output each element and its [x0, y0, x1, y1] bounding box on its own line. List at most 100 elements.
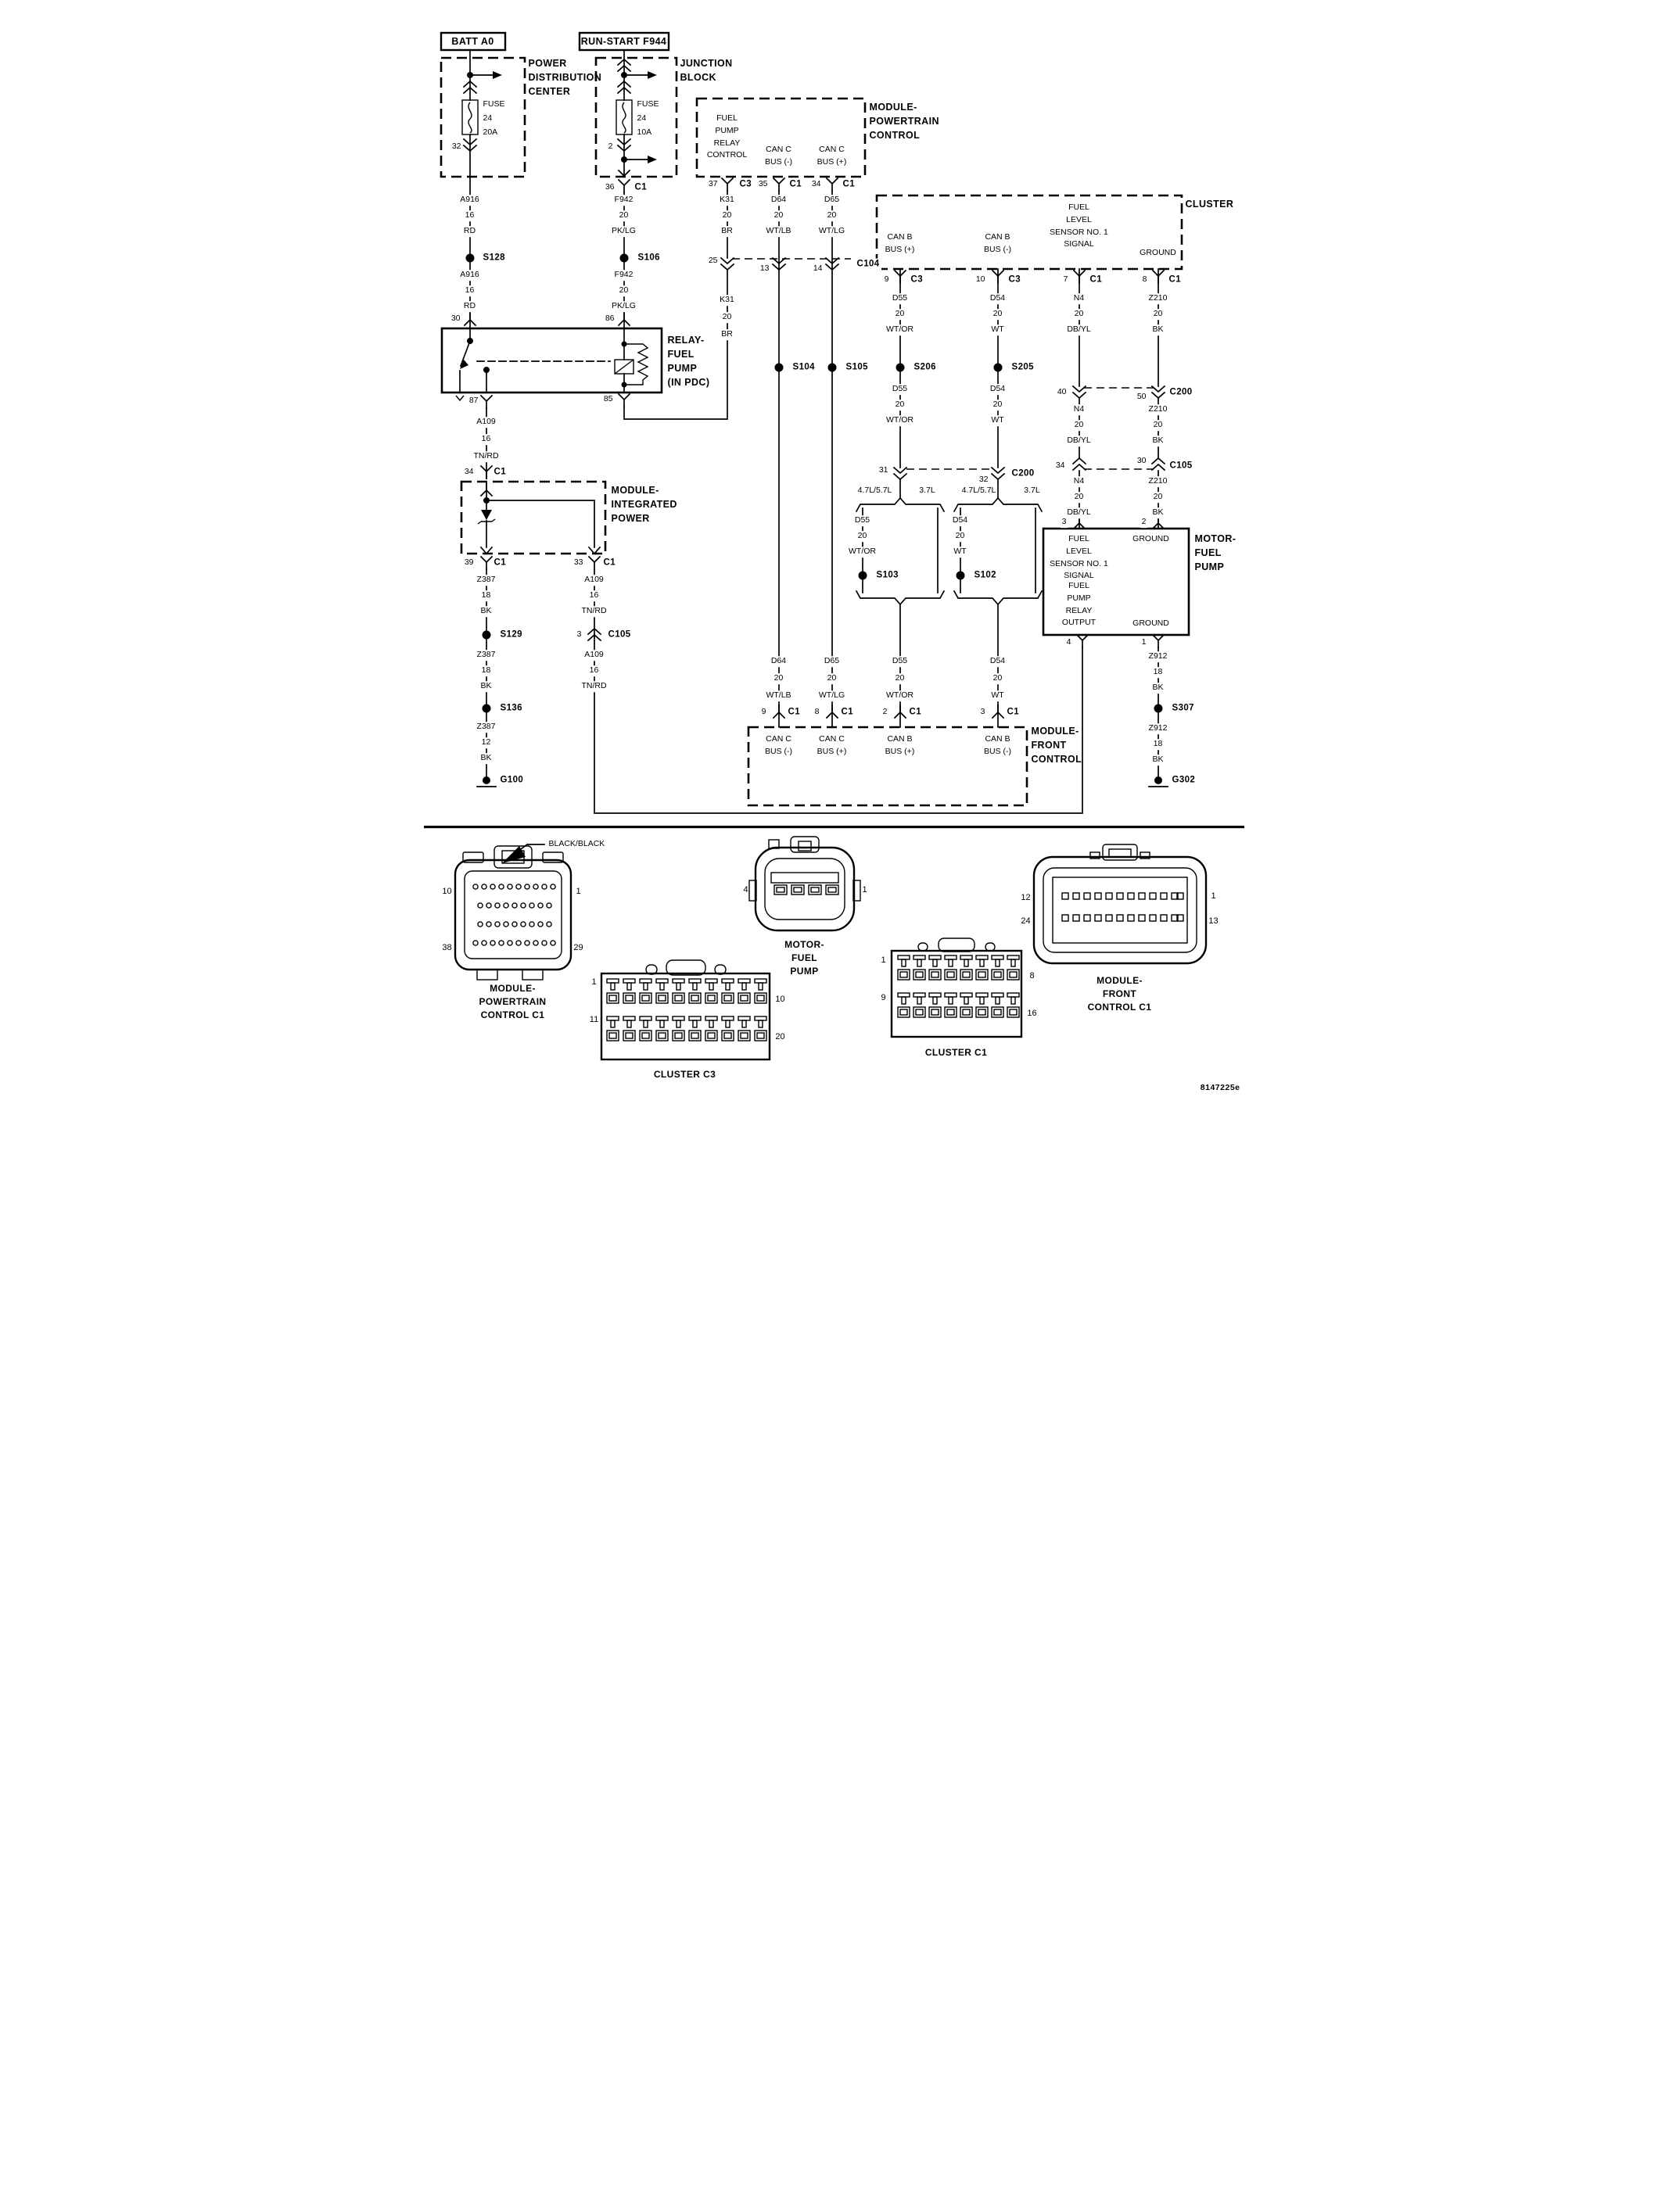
label-3: 3: [1060, 517, 1068, 528]
pin-chevrons-out: [479, 177, 1165, 648]
label-br: BR: [720, 226, 734, 237]
label-a916: A916: [458, 195, 481, 206]
label-n4: N4: [1071, 476, 1086, 487]
label-g302: G302: [1170, 774, 1197, 787]
label-can-c: CAN C BUS (+): [817, 733, 847, 758]
label-cluster-c1: CLUSTER C1: [924, 1047, 988, 1058]
label-4-7l-5-7l: 4.7L/5.7L: [856, 486, 894, 497]
label-7: 7: [1061, 274, 1070, 285]
label-fuel: FUEL LEVEL SENSOR NO. 1 SIGNAL: [1050, 202, 1108, 251]
label-18: 18: [1151, 667, 1165, 678]
label-20: 20: [825, 210, 838, 221]
label-s128: S128: [481, 252, 507, 264]
label-1: 1: [862, 884, 867, 894]
label-20: 20: [772, 673, 785, 684]
label-wt-lg: WT/LG: [817, 690, 847, 701]
label-wt-or: WT/OR: [885, 415, 915, 426]
label-module: MODULE- FRONT CONTROL: [1031, 726, 1082, 765]
label-can-b: CAN B BUS (+): [885, 733, 915, 758]
label-c1: C1: [786, 706, 802, 719]
label-3: 3: [978, 707, 987, 718]
label-2: 2: [606, 142, 615, 152]
label-cluster-c3: CLUSTER C3: [653, 1069, 716, 1080]
label-wt-or: WT/OR: [847, 547, 878, 557]
label-37: 37: [706, 179, 720, 190]
label-4-7l-5-7l: 4.7L/5.7L: [960, 486, 998, 497]
label-d54: D54: [988, 656, 1007, 667]
label-32: 32: [977, 475, 990, 486]
label-20a: 20A: [483, 127, 498, 138]
label-4: 4: [1064, 637, 1073, 648]
label-k31: K31: [718, 295, 736, 306]
label-2: 2: [881, 707, 889, 718]
label-can-c: CAN C BUS (-): [765, 144, 792, 169]
label-tn-rd: TN/RD: [580, 681, 608, 692]
label-d55: D55: [852, 515, 872, 526]
label-32: 32: [450, 142, 463, 152]
label-20: 20: [991, 400, 1004, 410]
label-10: 10: [442, 886, 452, 896]
label-fuel: FUEL PUMP RELAY CONTROL: [706, 113, 748, 162]
label-3-7l: 3.7L: [1022, 486, 1042, 497]
label-33: 33: [572, 557, 585, 568]
label-16: 16: [479, 434, 493, 445]
label-c1: C1: [907, 706, 924, 719]
label-fuse: FUSE: [637, 99, 659, 109]
label-s205: S205: [1010, 361, 1035, 374]
engine-branch-braces: [855, 497, 1043, 606]
label-d55: D55: [890, 384, 910, 395]
fuel-pump-pins: [773, 884, 839, 895]
label-16: 16: [587, 665, 601, 676]
label-s129: S129: [498, 629, 524, 641]
label-12: 12: [479, 737, 493, 748]
label-module: MODULE- INTEGRATED POWER: [611, 485, 677, 525]
label-a109: A109: [583, 650, 605, 661]
relay-internals: [454, 338, 649, 402]
label-c105: C105: [606, 629, 633, 641]
label-c200: C200: [1010, 468, 1036, 480]
fuse-symbols: [461, 99, 633, 135]
label-bk: BK: [1150, 324, 1165, 335]
label-module: MODULE- POWERTRAIN CONTROL: [869, 102, 939, 142]
wire-segments: [468, 49, 1159, 814]
label-9: 9: [759, 707, 768, 718]
cluster-c1-slots: [896, 955, 1020, 1018]
label-n4: N4: [1071, 404, 1086, 415]
label-wt-or: WT/OR: [885, 690, 915, 701]
label-f942: F942: [612, 270, 635, 281]
label-10: 10: [775, 994, 785, 1004]
label-34: 34: [1053, 461, 1067, 471]
label-rd: RD: [461, 226, 478, 237]
label-c1: C1: [841, 178, 857, 191]
label-20: 20: [775, 1031, 785, 1041]
label-20: 20: [617, 210, 630, 221]
label-20: 20: [825, 673, 838, 684]
label-20: 20: [1151, 420, 1165, 431]
label-40: 40: [1055, 387, 1068, 398]
label-bk: BK: [479, 753, 494, 764]
label-20: 20: [1151, 309, 1165, 320]
label-wt: WT: [989, 324, 1006, 335]
label-24: 24: [483, 113, 493, 124]
label-bk: BK: [1150, 755, 1165, 765]
label-20: 20: [893, 400, 906, 410]
label-20: 20: [1072, 492, 1086, 503]
label-4: 4: [743, 884, 748, 894]
label-s307: S307: [1170, 702, 1196, 715]
label-relay: RELAY- FUEL PUMP (IN PDC): [667, 335, 710, 389]
label-20: 20: [1072, 420, 1086, 431]
splice-dots: [465, 253, 1162, 713]
label-1: 1: [1211, 891, 1216, 901]
label-13: 13: [758, 264, 771, 274]
label-cluster: CLUSTER: [1185, 199, 1234, 210]
label-16: 16: [463, 285, 476, 296]
label-ground: GROUND: [1132, 533, 1169, 546]
label-12: 12: [1021, 892, 1031, 902]
label-wt: WT: [952, 547, 968, 557]
label-wt: WT: [989, 690, 1006, 701]
label-wt-lg: WT/LG: [817, 226, 847, 237]
label-z210: Z210: [1147, 404, 1169, 415]
label-motor: MOTOR- FUEL PUMP: [1194, 533, 1236, 573]
label-31: 31: [877, 465, 890, 476]
label-black-black: BLACK/BLACK: [548, 839, 605, 849]
